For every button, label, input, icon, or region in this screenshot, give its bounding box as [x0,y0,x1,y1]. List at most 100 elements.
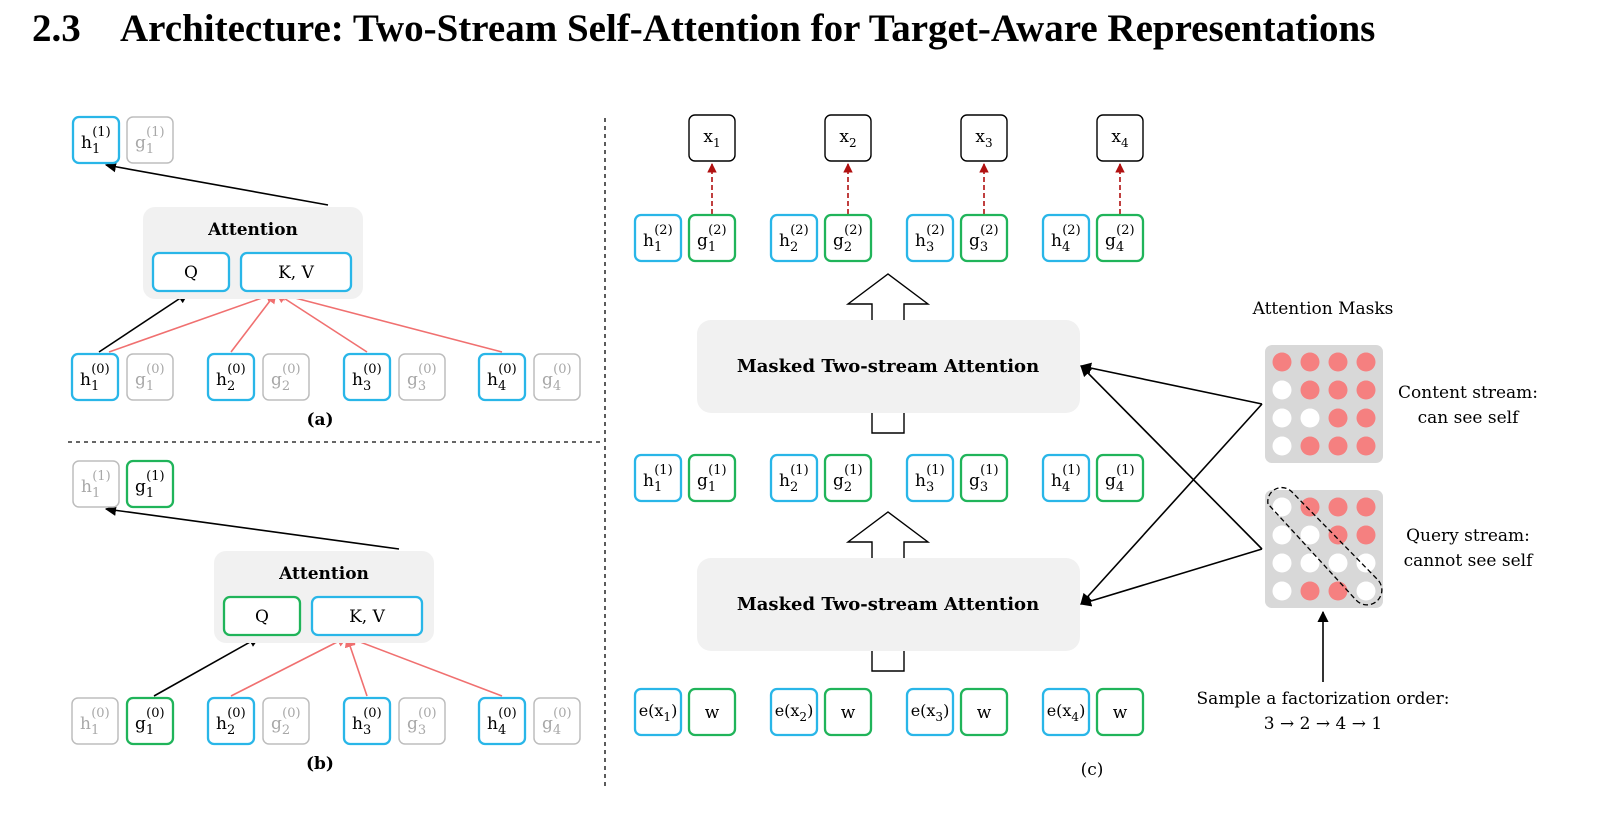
input-e4-box [1041,687,1091,737]
panel-b-kv-edge-3 [344,635,368,697]
target-x3-box [960,114,1008,162]
content-mask-dot-r4c1 [1272,436,1292,456]
layer2-h2-box [769,213,819,263]
layer2-h4-label: h4(2) [1051,223,1081,255]
layer1-g1-box [687,453,737,503]
query-mask-dot-r3c2 [1300,553,1320,573]
section-title: Architecture: Two-Stream Self-Attention … [120,7,1376,50]
input-w4-label: w [1113,703,1128,723]
layer1-g1-label: g1(1) [697,463,727,495]
query-mask-dot-r4c3 [1328,581,1348,601]
target-x1-label: x1 [703,127,720,150]
panel-a-output-g-label: g1(1) [135,125,165,157]
query-mask-dot-r4c2 [1300,581,1320,601]
panel-b-query-edge [153,636,260,697]
target-x2-label: x2 [839,127,856,150]
panel-c-caption: (c) [1081,760,1104,780]
masks-title: Attention Masks [1252,299,1394,319]
layer2-h3-box [905,213,955,263]
content-mask-dot-r3c3 [1328,408,1348,428]
panel-b-input-g1-label: g1(0) [135,706,165,738]
input-e2-label: e(x2) [775,701,814,724]
panel-a-kv-edge-3 [275,292,368,353]
layer2-h2-label: h2(2) [779,223,809,255]
layer2-g4-box [1095,213,1145,263]
panel-a-input-g1-box [126,353,174,401]
layer1-g2-label: g2(1) [833,463,863,495]
query-mask-dot-r3c3 [1328,553,1348,573]
query-mask-diagonal-outline [1267,486,1383,606]
panel-b-input-g2-box [262,697,310,745]
content-mask-to-lower-edge [1080,403,1263,605]
layer2-g1-box [687,213,737,263]
layer1-g4-box [1095,453,1145,503]
query-mask-label-2: cannot see self [1404,551,1534,571]
layer1-h4-box [1041,453,1091,503]
target-x3-label: x3 [975,127,992,150]
panel-a-kv-label: K, V [278,263,315,283]
target-x1-box [688,114,736,162]
panel-a-input-h2-label: h2(0) [216,362,246,394]
panel-b-input-h4-box [477,696,527,746]
layer2-g3-box [959,213,1009,263]
panel-b-caption: (b) [306,754,334,774]
layer1-g3-label: g3(1) [969,463,999,495]
panel-b-input-g1-box [125,696,175,746]
layer1-h1-box [633,453,683,503]
input-w2-label: w [841,703,856,723]
content-mask-dot-r2c1 [1272,380,1292,400]
panel-b-output-h-label: h1(1) [81,469,111,501]
panel-a-input-g4-box [533,353,581,401]
panel-b-input-g3-box [398,697,446,745]
panel-b-kv-box [310,595,424,637]
query-mask-dot-r1c4 [1356,497,1376,517]
layer2-h4-box [1041,213,1091,263]
layer1-h3-label: h3(1) [915,463,945,495]
panel-a-kv-box [239,251,353,293]
query-mask-dot-r2c4 [1356,525,1376,545]
hollow-arrow-bottom [845,511,931,562]
panel-a-output-h-box [71,115,121,165]
content-mask-dot-r1c3 [1328,352,1348,372]
content-mask-dot-r2c4 [1356,380,1376,400]
layer1-h4-label: h4(1) [1051,463,1081,495]
panel-a-input-g1-label: g1(0) [135,362,165,394]
panel-b-input-h2-box [206,696,256,746]
input-e4-label: e(x4) [1047,701,1086,724]
connector-stub-top [871,413,905,434]
input-w1-box [687,687,737,737]
target-x4-label: x4 [1111,127,1129,150]
content-mask-dot-r4c2 [1300,436,1320,456]
panel-a-q-label: Q [184,263,198,283]
panel-b-input-h3-box [342,696,392,746]
panel-a-input-h2-box [206,352,256,402]
query-mask-dot-r4c1 [1272,581,1292,601]
layer1-g3-box [959,453,1009,503]
panel-b-kv-edge-4 [345,635,503,697]
input-e1-label: e(x1) [639,701,678,724]
content-mask-label-2: can see self [1418,408,1520,428]
target-x2-box [824,114,872,162]
content-mask-dot-r3c1 [1272,408,1292,428]
content-mask-dot-r4c3 [1328,436,1348,456]
panel-a-query-edge [98,292,189,353]
content-mask-dot-r3c4 [1356,408,1376,428]
layer2-h1-label: h1(2) [643,223,673,255]
content-mask-dot-r2c3 [1328,380,1348,400]
panel-a-kv-edge-4 [274,290,503,353]
query-mask-to-upper-edge [1080,365,1263,550]
content-mask-dot-r3c2 [1300,408,1320,428]
layer1-h2-box [769,453,819,503]
panel-b-output-h-box [72,460,120,508]
panel-b-output-g-label: g1(1) [135,469,165,501]
layer-upper-box [697,320,1080,413]
panel-a-input-g2-label: g2(0) [271,362,301,394]
panel-a-input-g2-box [262,353,310,401]
query-mask-dot-r2c1 [1272,525,1292,545]
query-mask-dot-r3c1 [1272,553,1292,573]
layer2-g4-label: g4(2) [1105,223,1135,255]
layer2-g3-label: g3(2) [969,223,999,255]
query-mask-panel [1265,490,1383,608]
input-e1-box [633,687,683,737]
